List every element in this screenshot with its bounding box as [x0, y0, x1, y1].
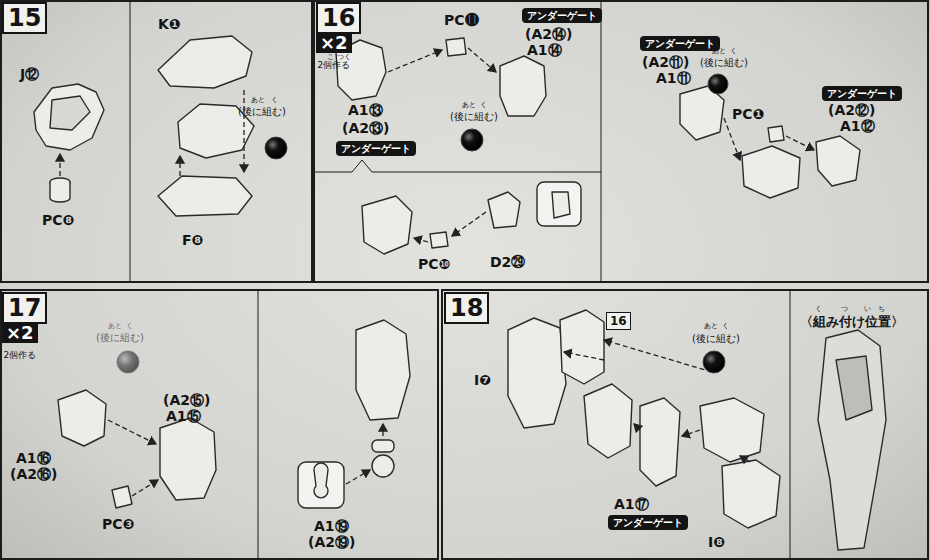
box-text: アンダーゲート [613, 517, 683, 528]
part-callout: F❽ [182, 232, 203, 248]
quantity-box: ×2 2個作る [316, 32, 352, 71]
box-text: 16 [610, 314, 627, 328]
part-callout: (A2⑬) [342, 120, 389, 136]
furigana: つ [841, 305, 848, 313]
undergate-tag: アンダーゲート [608, 515, 688, 530]
box-text: 15 [8, 4, 41, 32]
furigana: く [730, 47, 737, 55]
undergate-tag: アンダーゲート [640, 36, 720, 51]
furigana: く [722, 322, 729, 330]
part-callout: (A2⑫) [828, 102, 875, 118]
part-callout: 〈組み付け位置〉 [800, 314, 904, 329]
box-text: 18 [450, 294, 483, 322]
step-number: 15 [2, 2, 47, 34]
box-text: アンダーゲート [645, 38, 715, 49]
box-text: アンダーゲート [827, 88, 897, 99]
box-text: ×2 [316, 32, 352, 53]
furigana: あと [462, 101, 476, 109]
undergate-tag: アンダーゲート [336, 141, 416, 156]
furigana: ち [878, 305, 885, 313]
part-callout: A1⑲ [314, 518, 349, 534]
part-callout: D2㉙ [490, 254, 525, 270]
furigana: く [815, 305, 822, 313]
furigana: あと [704, 322, 718, 330]
step-number: 16 [316, 2, 361, 34]
furigana: こ [327, 53, 334, 61]
step-reference: 16 [606, 312, 631, 330]
part-callout: (A2⑭) [525, 26, 572, 42]
undergate-tag: アンダーゲート [522, 8, 602, 23]
part-callout: A1⑭ [527, 42, 562, 58]
part-callout: (A2⑲) [308, 534, 355, 550]
step-number: 18 [444, 292, 489, 324]
box-text: 17 [8, 294, 41, 322]
box-text: 16 [322, 4, 355, 32]
furigana: あと [712, 47, 726, 55]
assembly-note: (後に組む) [450, 111, 498, 123]
box-text: ×2 [2, 322, 38, 343]
later-assembly-markers [117, 74, 728, 373]
furigana: あと [108, 322, 122, 330]
step-number: 17 [2, 292, 47, 324]
part-callout: PC❸ [102, 516, 134, 532]
part-callout: A1⑪ [656, 70, 691, 86]
furigana: つく [337, 53, 351, 61]
box-subtext: 2個作る [316, 60, 352, 71]
box-text: アンダーゲート [527, 10, 597, 21]
part-callout: PC⓫ [444, 12, 479, 28]
part-callout: (A2⑯) [10, 466, 57, 482]
parts [34, 36, 886, 550]
part-callout: (A2⑮) [163, 392, 210, 408]
part-callout: I❼ [474, 372, 491, 388]
assembly-note: (後に組む) [700, 57, 748, 69]
part-callout: K❶ [158, 16, 181, 32]
part-callout: A1⑮ [166, 408, 201, 424]
part-callout: I❽ [708, 534, 725, 550]
furigana: く [480, 101, 487, 109]
undergate-tag: アンダーゲート [822, 86, 902, 101]
furigana: く [126, 322, 133, 330]
assembly-note: (後に組む) [692, 333, 740, 345]
assembly-note: (後に組む) [96, 332, 144, 344]
furigana: あと [251, 96, 265, 104]
box-text: アンダーゲート [341, 143, 411, 154]
part-callout: PC❶ [732, 106, 764, 122]
part-callout: (A2⑪) [642, 54, 689, 70]
assembly-note: (後に組む) [238, 106, 286, 118]
part-callout: A1⑫ [840, 118, 875, 134]
part-callout: A1⑯ [16, 450, 51, 466]
assembly-arrows [60, 48, 814, 496]
quantity-box: ×2 2個作る [2, 322, 38, 361]
furigana: い [864, 305, 871, 313]
part-callout: J⑫ [20, 66, 39, 82]
furigana: く [271, 96, 278, 104]
box-subtext: 2個作る [2, 350, 38, 361]
part-callout: A1⑬ [348, 102, 383, 118]
part-callout: PC❽ [42, 212, 74, 228]
part-callout: A1⑰ [614, 496, 649, 512]
part-callout: PC❿ [418, 256, 450, 272]
